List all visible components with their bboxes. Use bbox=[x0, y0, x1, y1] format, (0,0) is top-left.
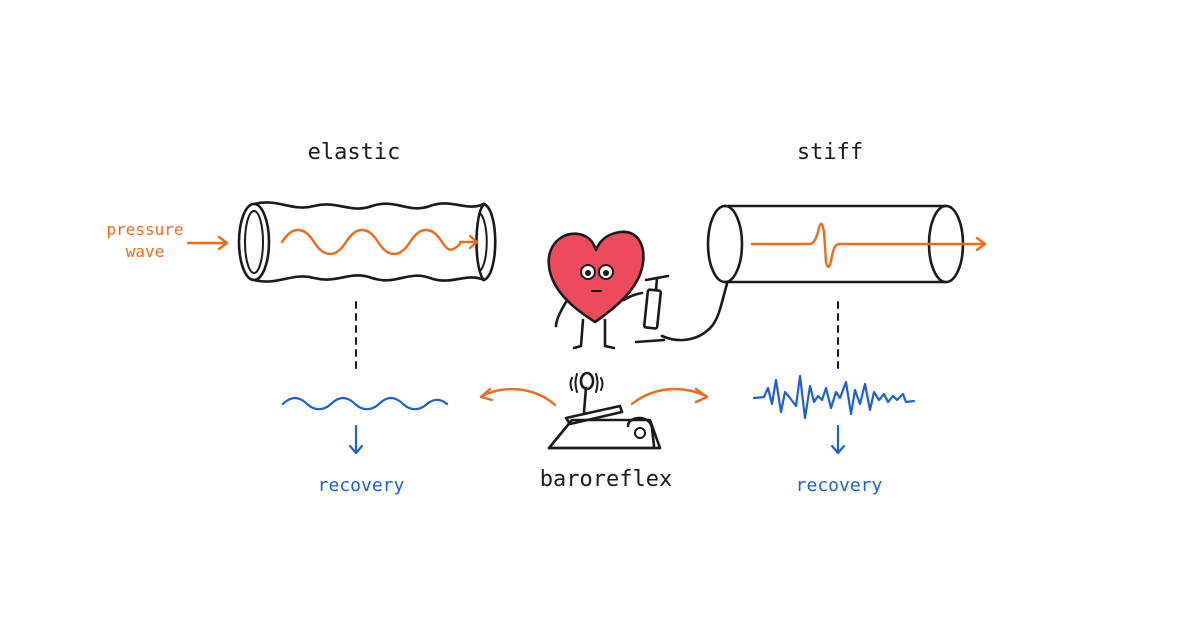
pressure-input-arrow bbox=[186, 235, 229, 251]
pressure-wave-label-line2: wave bbox=[126, 242, 165, 261]
pressure-wave-label-line1: pressure bbox=[106, 220, 183, 239]
stiff-label: stiff bbox=[797, 140, 863, 165]
baroreflex-right-arrow bbox=[630, 387, 709, 406]
elastic-recovery-wave bbox=[281, 396, 449, 411]
recovery-left-label: recovery bbox=[318, 475, 405, 496]
bicycle-pump-icon bbox=[634, 274, 729, 344]
recovery-left-arrow bbox=[348, 424, 364, 455]
stiff-pulse-signal bbox=[750, 222, 987, 268]
recovery-right-label: recovery bbox=[796, 475, 883, 496]
baroreflex-label: baroreflex bbox=[540, 467, 672, 492]
recovery-right-arrow bbox=[830, 424, 846, 455]
baroreflex-left-arrow bbox=[479, 387, 557, 407]
lever-switch-icon bbox=[547, 371, 662, 450]
elastic-label: elastic bbox=[308, 140, 401, 165]
elastic-artery-tube bbox=[237, 201, 497, 283]
heart-character-icon bbox=[547, 230, 645, 350]
stiff-recovery-jagged-signal bbox=[752, 374, 916, 420]
elastic-wave-signal bbox=[280, 228, 479, 256]
